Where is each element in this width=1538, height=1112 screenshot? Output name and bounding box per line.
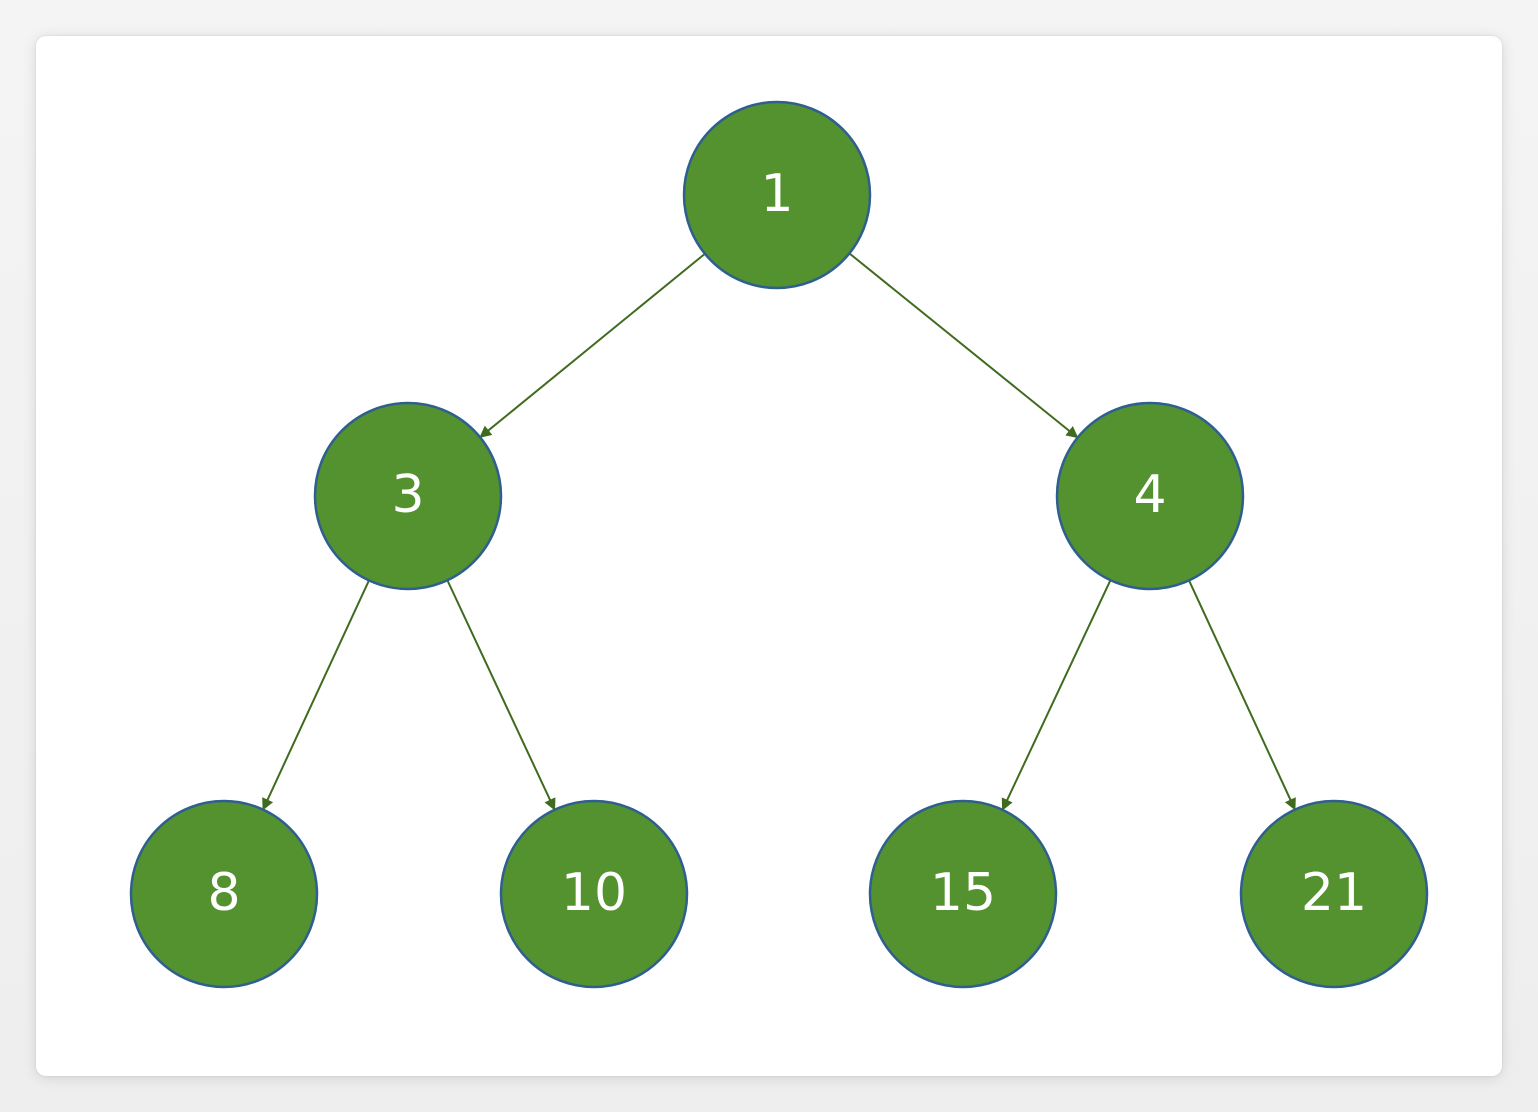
node-circle bbox=[682, 100, 872, 290]
node-label: 10 bbox=[561, 863, 627, 923]
edge-n3-n8 bbox=[262, 579, 370, 811]
tree-node-1: 1 bbox=[682, 100, 872, 290]
tree-node-21: 21 bbox=[1239, 799, 1429, 989]
tree-node-8: 8 bbox=[129, 799, 319, 989]
node-label: 15 bbox=[930, 863, 996, 923]
diagram-card: 1 3 4 8 10 15 21 bbox=[36, 36, 1502, 1076]
edge-n1-n4 bbox=[848, 252, 1079, 439]
node-label: 3 bbox=[391, 465, 424, 525]
node-circle bbox=[868, 799, 1058, 989]
edge-n4-n21 bbox=[1188, 579, 1296, 811]
edge-n1-n3 bbox=[479, 253, 706, 438]
tree-node-15: 15 bbox=[868, 799, 1058, 989]
node-label: 21 bbox=[1301, 863, 1367, 923]
node-label: 1 bbox=[760, 164, 793, 224]
node-circle bbox=[499, 799, 689, 989]
tree-node-3: 3 bbox=[313, 401, 503, 591]
edges-layer bbox=[262, 252, 1296, 811]
node-circle bbox=[1055, 401, 1245, 591]
node-circle bbox=[313, 401, 503, 591]
edge-n4-n15 bbox=[1001, 579, 1112, 811]
edge-n3-n10 bbox=[446, 579, 556, 811]
tree-node-4: 4 bbox=[1055, 401, 1245, 591]
tree-node-10: 10 bbox=[499, 799, 689, 989]
node-circle bbox=[129, 799, 319, 989]
tree-diagram: 1 3 4 8 10 15 21 bbox=[129, 100, 1429, 989]
node-label: 4 bbox=[1133, 465, 1166, 525]
nodes-layer: 1 3 4 8 10 15 21 bbox=[129, 100, 1429, 989]
node-circle bbox=[1239, 799, 1429, 989]
node-label: 8 bbox=[207, 863, 240, 923]
